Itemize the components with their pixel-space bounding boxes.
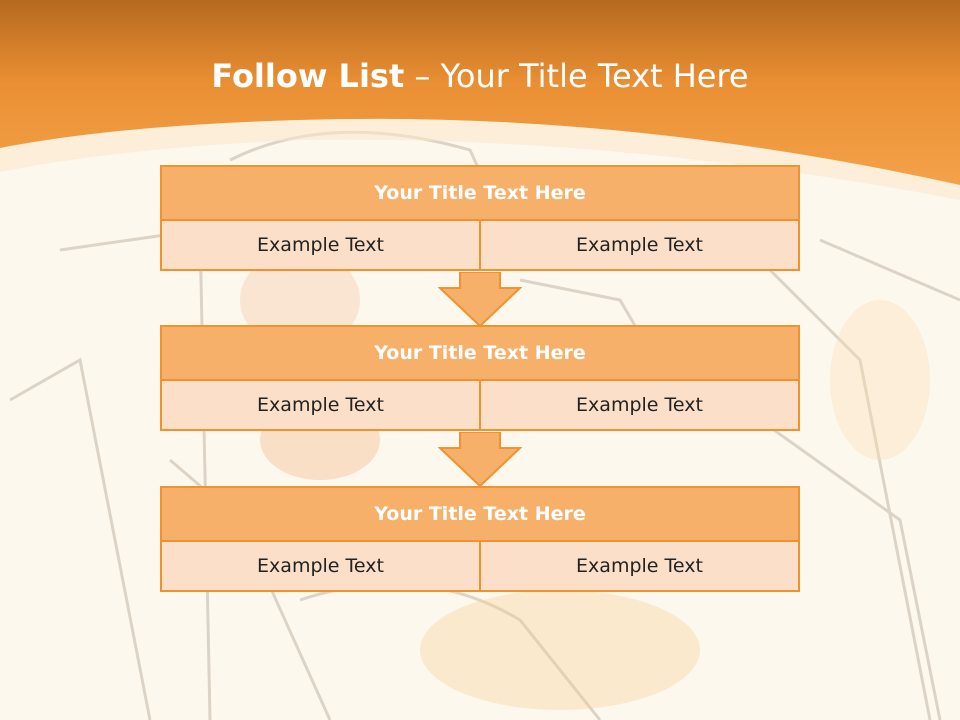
header-band: [0, 0, 960, 185]
block-row: Example Text Example Text: [160, 381, 800, 431]
slide-title-rest: – Your Title Text Here: [414, 57, 749, 95]
block-cell-left: Example Text: [160, 221, 481, 271]
slide-title: Follow List – Your Title Text Here: [0, 56, 960, 96]
down-arrow-icon: [438, 432, 522, 488]
list-block-1: Your Title Text Here Example Text Exampl…: [160, 165, 800, 271]
block-cell-right: Example Text: [481, 381, 800, 431]
list-block-2: Your Title Text Here Example Text Exampl…: [160, 325, 800, 431]
block-cell-right: Example Text: [481, 542, 800, 592]
block-title: Your Title Text Here: [160, 165, 800, 221]
list-block-3: Your Title Text Here Example Text Exampl…: [160, 486, 800, 592]
down-arrow-icon: [438, 272, 522, 328]
block-title: Your Title Text Here: [160, 325, 800, 381]
slide-title-bold: Follow List: [211, 57, 405, 95]
header-band-highlight: [0, 118, 960, 200]
block-row: Example Text Example Text: [160, 221, 800, 271]
block-cell-left: Example Text: [160, 542, 481, 592]
block-title: Your Title Text Here: [160, 486, 800, 542]
block-cell-right: Example Text: [481, 221, 800, 271]
block-cell-left: Example Text: [160, 381, 481, 431]
block-row: Example Text Example Text: [160, 542, 800, 592]
